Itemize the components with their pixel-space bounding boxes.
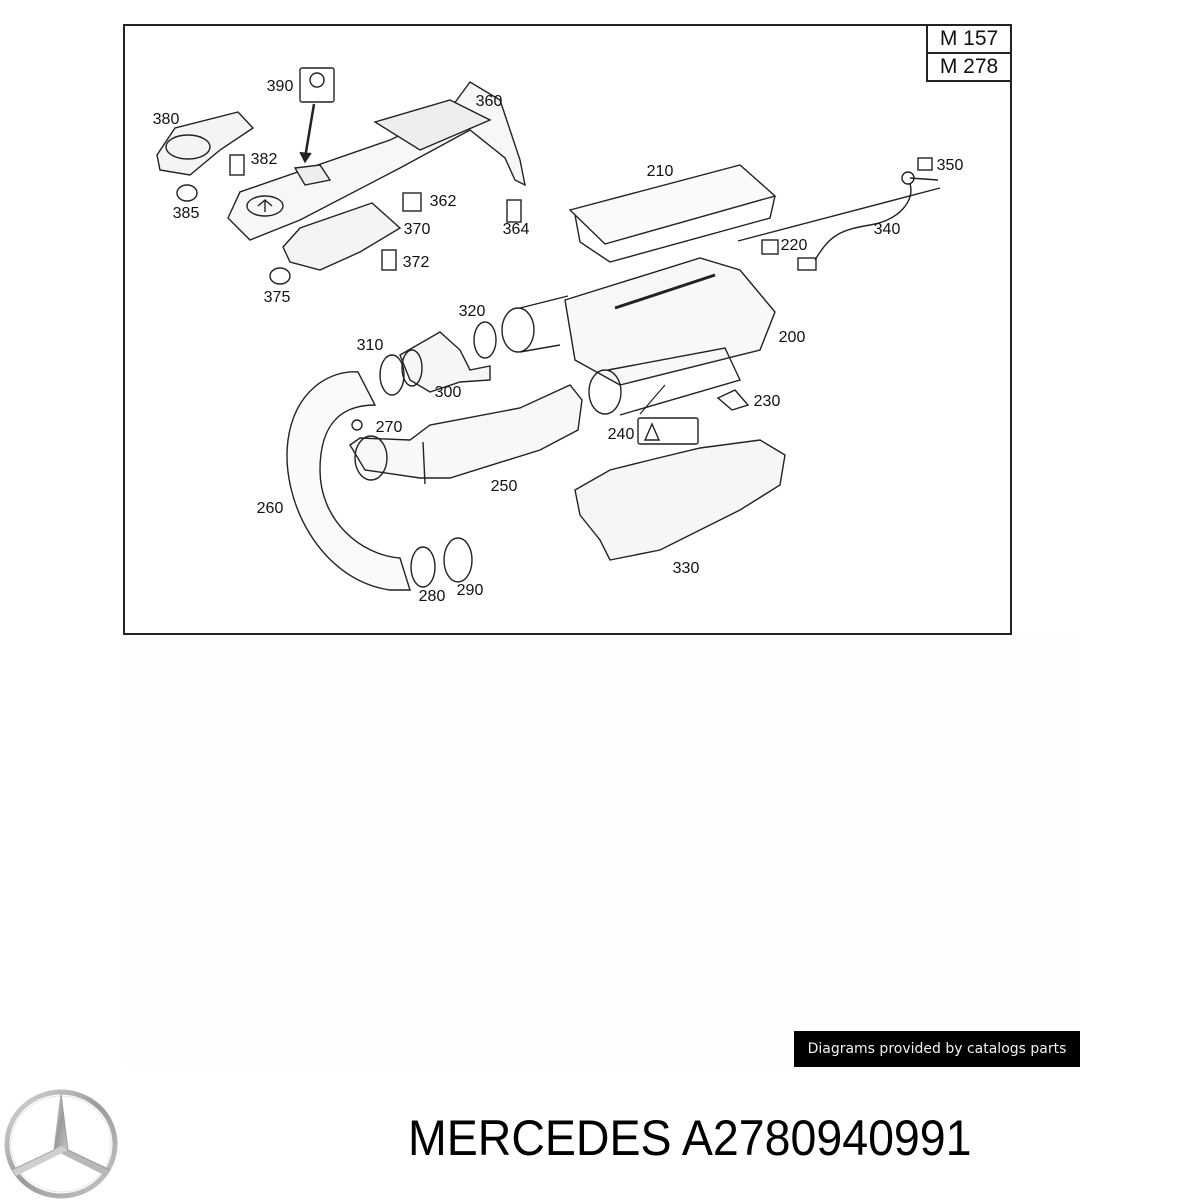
callout-label: 280 bbox=[418, 588, 446, 605]
mercedes-star-icon bbox=[4, 1089, 118, 1199]
blank-area bbox=[123, 637, 1080, 1065]
callout-label: 270 bbox=[375, 419, 403, 436]
callout-label: 375 bbox=[263, 289, 291, 306]
callout-label: 200 bbox=[778, 329, 806, 346]
diagram-credit-banner: Diagrams provided by catalogs parts bbox=[794, 1031, 1080, 1067]
callout-label: 330 bbox=[672, 560, 700, 577]
callout-label: 250 bbox=[490, 478, 518, 495]
callout-label: 382 bbox=[250, 151, 278, 168]
callout-label: 364 bbox=[502, 221, 530, 238]
maf-tube-part bbox=[399, 331, 491, 393]
callout-label: 310 bbox=[356, 337, 384, 354]
callout-label: 340 bbox=[873, 221, 901, 238]
engine-code: M 157 bbox=[939, 27, 999, 50]
callout-label: 240 bbox=[607, 426, 635, 443]
lower-duct-part bbox=[574, 439, 786, 561]
callout-label: 390 bbox=[266, 78, 294, 95]
bent-pipe-part bbox=[286, 371, 411, 591]
callout-label: 210 bbox=[646, 163, 674, 180]
callout-label: 350 bbox=[936, 157, 964, 174]
engine-code: M 278 bbox=[928, 52, 1010, 80]
exploded-parts-drawing bbox=[156, 67, 941, 591]
callout-label: 300 bbox=[434, 384, 462, 401]
callout-label: 320 bbox=[458, 303, 486, 320]
cover-end-part bbox=[156, 111, 255, 176]
callout-label: 380 bbox=[152, 111, 180, 128]
callout-label: 230 bbox=[753, 393, 781, 410]
parts-diagram-frame: M 157 M 278 bbox=[123, 24, 1012, 635]
callout-label: 362 bbox=[429, 193, 457, 210]
part-number-title: MERCEDES A2780940991 bbox=[408, 1110, 972, 1166]
callout-label: 260 bbox=[256, 500, 284, 517]
callout-label: 360 bbox=[475, 93, 503, 110]
side-cover-part bbox=[282, 202, 402, 271]
callout-label: 372 bbox=[402, 254, 430, 271]
callout-label: 385 bbox=[172, 205, 200, 222]
callout-label: 220 bbox=[780, 237, 808, 254]
callout-label: 370 bbox=[403, 221, 431, 238]
intake-pipe-part bbox=[349, 384, 583, 479]
callout-label: 290 bbox=[456, 582, 484, 599]
air-filter-housing-part bbox=[564, 257, 776, 386]
engine-code-table: M 157 M 278 bbox=[926, 24, 1012, 82]
